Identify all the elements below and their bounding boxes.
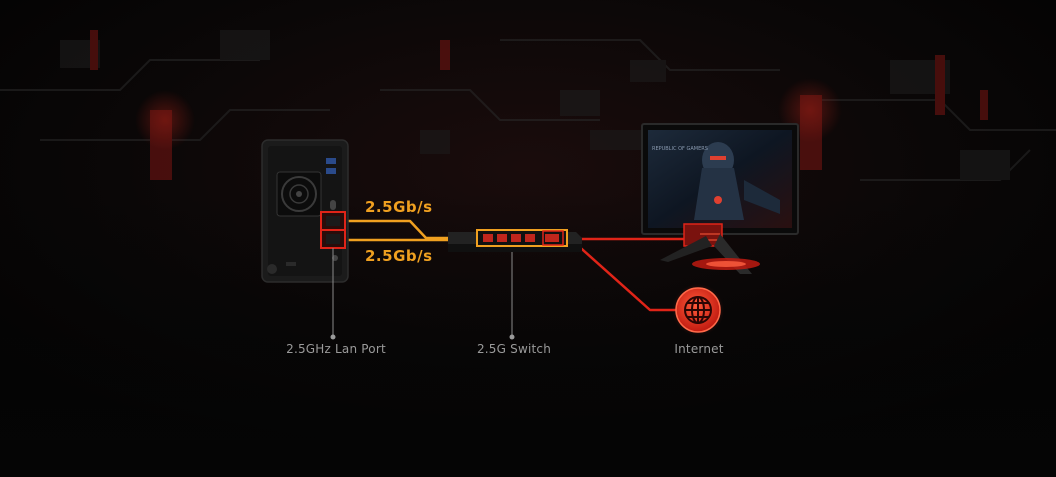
robot-character [694, 142, 780, 220]
globe-icon [684, 296, 712, 324]
switch-label: 2.5G Switch [476, 342, 552, 356]
switch-to-internet-link [573, 241, 676, 312]
fan-icon [281, 176, 317, 212]
speed-label-bottom: 2.5Gb/s [365, 247, 433, 265]
internet-label: Internet [674, 342, 724, 356]
monitor-screen-text: REPUBLIC OF GAMERS [652, 146, 708, 152]
nas-lan-port-label: 2.5GHz Lan Port [286, 342, 386, 356]
nas-device [261, 139, 349, 283]
label-leaders [332, 248, 513, 336]
speed-label-top: 2.5Gb/s [365, 198, 433, 216]
monitor-device: REPUBLIC OF GAMERS [641, 123, 799, 274]
switch-device [448, 229, 582, 252]
internet-device [672, 284, 724, 336]
